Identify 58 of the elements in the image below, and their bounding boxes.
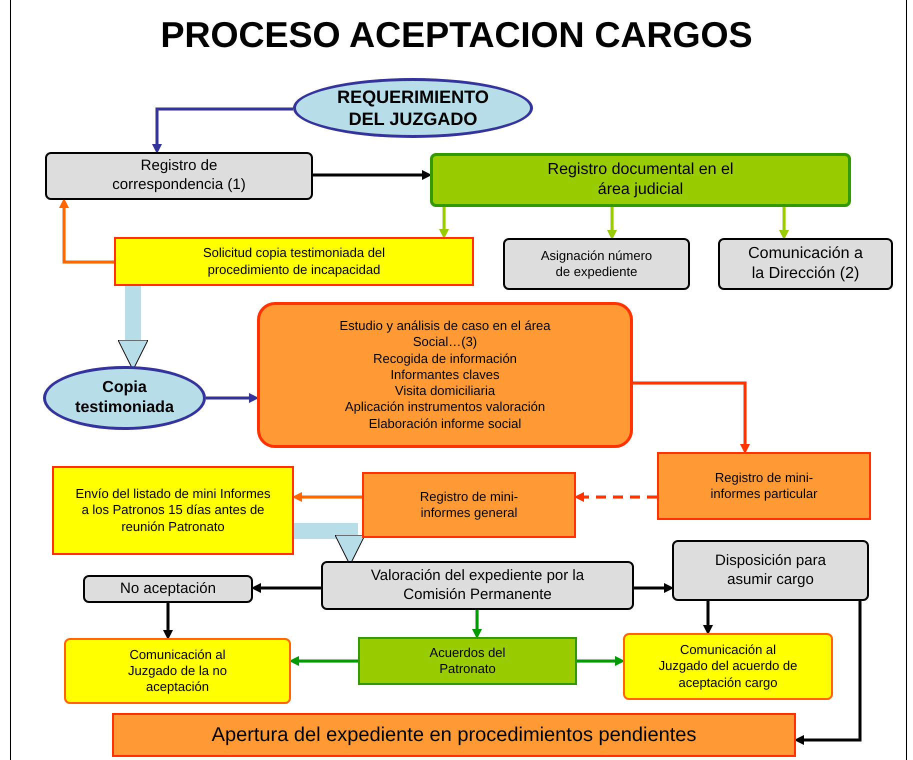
rounded-process-box xyxy=(257,302,633,448)
arrow xyxy=(59,198,114,264)
node-text: No aceptación xyxy=(120,580,216,598)
node-text: Registro de correspondencia (1) xyxy=(111,157,247,195)
node-text: Comunicación al Juzgado del acuerdo de aceptación cargo xyxy=(658,642,798,691)
arrow xyxy=(577,656,625,666)
process-box xyxy=(718,238,893,290)
node-text: Registro de mini-informes particular xyxy=(710,470,818,502)
process-box xyxy=(114,237,474,286)
process-box xyxy=(657,452,871,520)
node-text: Elaboración informe social xyxy=(368,416,522,432)
node-text: Informantes claves xyxy=(390,366,500,384)
arrow xyxy=(703,601,713,635)
process-box xyxy=(64,638,291,704)
diagram-title: PROCESO ACEPTACION CARGOS xyxy=(159,14,754,56)
node-text: Registro documental en el área judicial xyxy=(546,160,734,200)
process-box xyxy=(623,633,833,700)
arrow xyxy=(292,492,362,502)
process-box xyxy=(321,561,634,610)
arrow xyxy=(779,207,789,240)
arrow xyxy=(607,207,617,240)
node-text: Apertura del expediente en procedimientos pendientes xyxy=(212,722,696,748)
node-text: Visita domiciliaria xyxy=(394,383,496,400)
process-box xyxy=(430,153,851,207)
process-box xyxy=(83,575,253,603)
node-text: Solicitud copia testimoniada del procedimiento de incapacidad xyxy=(202,245,386,278)
arrow xyxy=(633,382,750,454)
process-box xyxy=(112,713,796,757)
node-text: Asignación número de expediente xyxy=(540,248,654,280)
arrow xyxy=(163,603,173,640)
arrow xyxy=(439,207,449,239)
process-box xyxy=(358,637,577,685)
arrow xyxy=(472,610,482,639)
node-text: Aplicación instrumentos valoración xyxy=(344,399,546,416)
node-text: Copia testimoniada xyxy=(74,378,175,418)
arrow xyxy=(251,583,321,593)
arrow xyxy=(152,108,293,154)
node-text: REQUERIMIENTO DEL JUZGADO xyxy=(336,86,490,130)
node-text: Registro de mini-informes general xyxy=(418,488,520,522)
process-box xyxy=(672,540,869,601)
node-text: Acuerdos del Patronato xyxy=(428,644,506,678)
node-text: Envío del listado de mini Informes a los Patronos 15 días antes de reunión Patronato xyxy=(74,486,272,535)
process-box xyxy=(45,152,313,200)
node-text: Comunicación al Juzgado de la no aceptación xyxy=(126,646,228,696)
node-text: Estudio y análisis de caso en el área Social…(3) xyxy=(338,318,552,351)
node-text: Recogida de información xyxy=(373,350,517,367)
process-box xyxy=(362,472,576,538)
arrow xyxy=(289,656,358,666)
node-text: Valoración del expediente por la Comisión Permanente xyxy=(370,566,586,604)
node-text: Comunicación a la Dirección (2) xyxy=(747,244,864,284)
node-text: Disposición para asumir cargo xyxy=(714,552,827,590)
arrow xyxy=(794,601,862,745)
arrow xyxy=(574,492,657,502)
arrow xyxy=(206,393,259,403)
arrow xyxy=(313,170,432,180)
process-box xyxy=(503,238,690,290)
arrow xyxy=(634,583,674,593)
process-box xyxy=(52,466,294,555)
